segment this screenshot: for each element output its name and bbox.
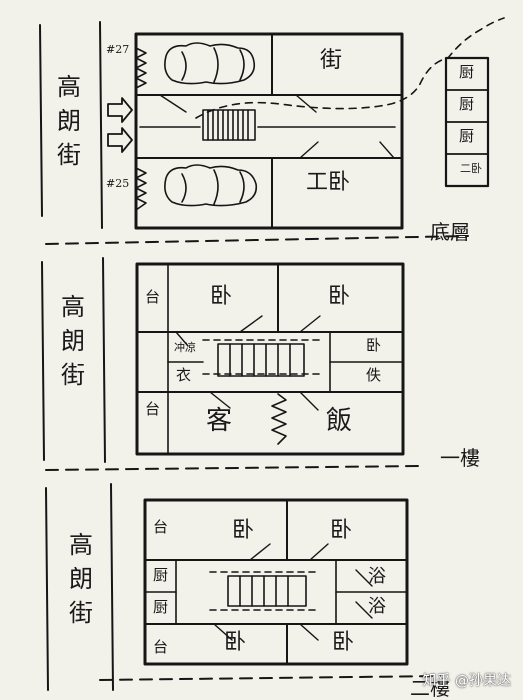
ground-shop-label: 街 [320, 48, 343, 73]
floor-label-ground: 底層 [430, 220, 470, 244]
floor-divider-2 [45, 465, 421, 471]
floor-divider-3 [99, 675, 441, 681]
third-kitchen-top: 厨 [153, 566, 169, 584]
third-bath-top: 浴 [368, 566, 386, 587]
third-floor-door-swings [213, 543, 373, 641]
third-bath-bottom: 浴 [368, 596, 386, 617]
second-balcony-bottom: 台 [145, 400, 161, 418]
annex-kitchen-3: 厨 [459, 127, 475, 145]
second-clothes-label: 衣 [176, 366, 192, 384]
ground-worker-bedroom-label: 工卧 [306, 170, 351, 195]
second-bath-label: 冲凉 [174, 341, 196, 354]
street-lines [39, 21, 114, 691]
third-floor-walls [143, 498, 409, 666]
second-floor-door-swings [175, 315, 321, 411]
second-living-room: 客 [206, 406, 233, 436]
door-number-top: #27 [106, 43, 130, 56]
floor-label-second: 一樓 [440, 446, 480, 470]
second-floor-walls [135, 262, 405, 456]
street-label-ground: 高朗街 [57, 73, 81, 169]
third-balcony-top: 台 [153, 518, 169, 536]
second-floor-stair [202, 339, 321, 377]
third-bedroom-tl: 卧 [232, 518, 255, 543]
third-bedroom-bl: 卧 [224, 630, 247, 655]
ground-floor-zigzag [135, 47, 147, 211]
street-label-second: 高朗街 [61, 293, 85, 389]
ground-floor-entry-arrows [107, 97, 133, 153]
watermark: 知乎 @孙果达 [422, 673, 511, 689]
second-dining-room: 飯 [326, 406, 353, 436]
annex-walls [444, 56, 490, 188]
second-bedroom-left: 卧 [210, 284, 233, 309]
third-floor-stair [209, 571, 317, 611]
second-floor-zigzag [271, 393, 287, 445]
street-label-third: 高朗街 [69, 531, 93, 627]
ground-floor-route [195, 17, 505, 119]
ground-floor-walls [134, 32, 404, 230]
ground-floor-stair [139, 109, 396, 141]
floor-label-third: 二樓 [410, 676, 450, 700]
third-bedroom-tr: 卧 [330, 518, 353, 543]
second-servant-label: 佚 [366, 366, 382, 384]
second-bedroom-small: 卧 [366, 336, 382, 354]
third-balcony-bottom: 台 [153, 638, 169, 656]
floor-divider-1 [45, 235, 469, 245]
third-bedroom-br: 卧 [332, 630, 355, 655]
ground-floor-door-swings [159, 94, 395, 159]
annex-kitchen-2: 厨 [459, 95, 475, 113]
annex-kitchen-1: 厨 [459, 63, 475, 81]
second-bedroom-right: 卧 [328, 284, 351, 309]
second-balcony-top: 台 [145, 288, 161, 306]
third-kitchen-bottom: 厨 [153, 598, 169, 616]
door-number-bottom: #25 [106, 177, 130, 190]
ground-floor-goods [164, 42, 258, 207]
annex-bedroom-2: 二卧 [460, 162, 482, 175]
